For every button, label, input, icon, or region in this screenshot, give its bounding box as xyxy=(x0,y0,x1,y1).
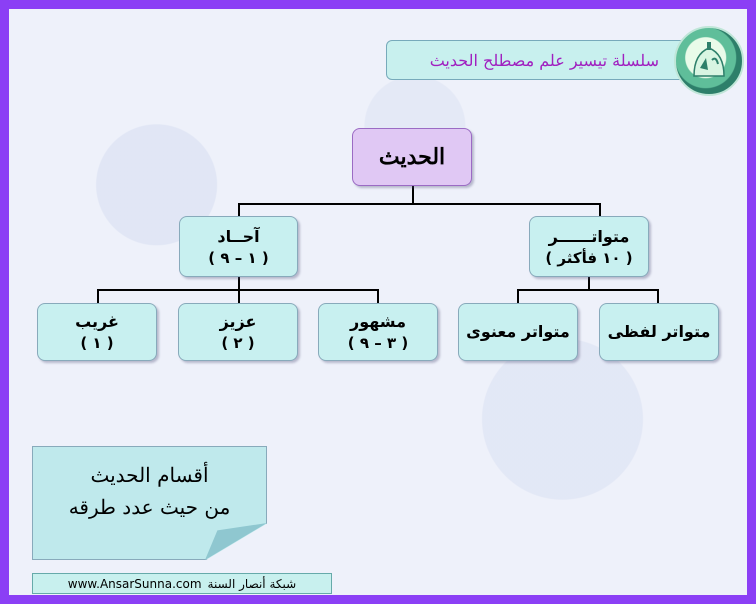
node-mashhur-count: ( ٣ – ٩ ) xyxy=(347,334,409,352)
footer-banner: www.AnsarSunna.com شبكة أنصار السنة xyxy=(32,573,332,594)
connector-to-ahad xyxy=(238,203,240,217)
series-title-banner: سلسلة تيسير علم مصطلح الحديث xyxy=(386,40,686,80)
connector-to-mashhur xyxy=(377,289,379,303)
footer-url[interactable]: www.AnsarSunna.com xyxy=(67,576,202,591)
node-aziz-count: ( ٢ ) xyxy=(221,334,255,352)
node-gharib-label: غريب xyxy=(75,312,119,331)
connector-top-horizontal xyxy=(238,203,601,205)
node-mashhur-label: مشهور xyxy=(350,312,406,331)
ansar-sunna-logo-icon xyxy=(674,26,744,96)
connector-to-mutawatir xyxy=(599,203,601,217)
footer-site-name: شبكة أنصار السنة xyxy=(207,576,297,591)
connector-root-down xyxy=(412,186,414,204)
connector-to-lafzi xyxy=(657,289,659,303)
connector-to-aziz xyxy=(238,289,240,303)
connector-ahad-down xyxy=(238,277,240,291)
node-mutawatir-label: متواتــــــر xyxy=(548,226,630,246)
node-lafzi: متواتر لفظى xyxy=(599,303,719,361)
node-aziz: عزيز ( ٢ ) xyxy=(178,303,298,361)
connector-to-gharib xyxy=(97,289,99,303)
node-mutawatir: متواتــــــر ( ١٠ فأكثر ) xyxy=(529,216,649,277)
node-ahad: آحــاد ( ١ – ٩ ) xyxy=(179,216,298,277)
node-mutawatir-count: ( ١٠ فأكثر ) xyxy=(545,248,633,267)
node-manawi: متواتر معنوى xyxy=(458,303,578,361)
node-manawi-label: متواتر معنوى xyxy=(466,322,570,341)
connector-mutawatir-horizontal xyxy=(517,289,659,291)
node-gharib-count: ( ١ ) xyxy=(80,334,114,352)
node-ahad-label: آحــاد xyxy=(217,226,260,246)
node-mashhur: مشهور ( ٣ – ٩ ) xyxy=(318,303,438,361)
node-aziz-label: عزيز xyxy=(219,312,257,331)
connector-mutawatir-down xyxy=(588,277,590,291)
node-lafzi-label: متواتر لفظى xyxy=(607,322,711,341)
node-gharib: غريب ( ١ ) xyxy=(37,303,157,361)
caption-line-2: من حيث عدد طرقه xyxy=(68,495,231,519)
connector-to-manawi xyxy=(517,289,519,303)
series-title: سلسلة تيسير علم مصطلح الحديث xyxy=(429,50,659,70)
mosque-dome-icon xyxy=(693,42,725,77)
node-ahad-count: ( ١ – ٩ ) xyxy=(208,248,269,267)
caption-line-1: أقسام الحديث xyxy=(90,463,209,487)
node-hadith-root: الحديث xyxy=(352,128,472,186)
node-hadith-label: الحديث xyxy=(378,144,446,170)
